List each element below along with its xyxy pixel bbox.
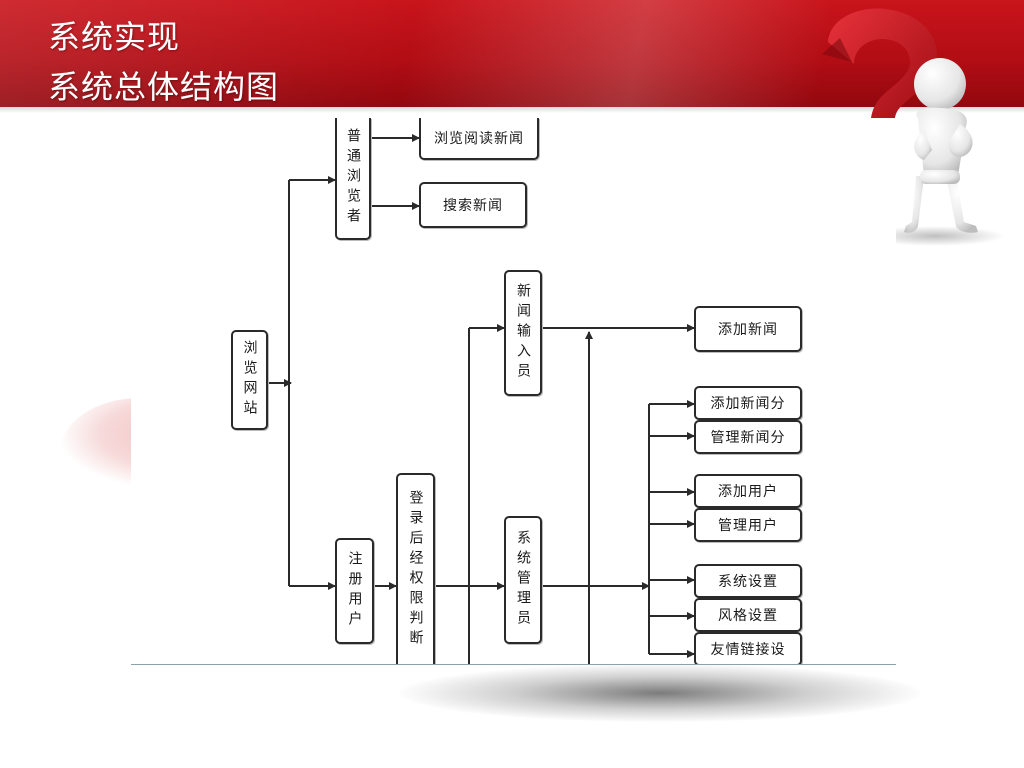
system-structure-diagram: 浏览网站 普通浏览者 浏览阅读新闻 搜索新闻 注册用户 登录后经权限判断 新闻输…: [131, 118, 896, 664]
node-normal-viewer: 普通浏览者: [335, 118, 371, 240]
slide-title: 系统实现: [48, 18, 181, 56]
floor-shadow: [400, 664, 920, 722]
node-read-news: 浏览阅读新闻: [419, 118, 539, 160]
node-register-user: 注册用户: [335, 538, 374, 644]
node-permission-check: 登录后经权限判断: [396, 473, 435, 664]
node-link-settings: 友情链接设: [694, 632, 802, 664]
node-system-admin: 系统管理员: [504, 516, 542, 644]
node-add-news: 添加新闻: [694, 306, 802, 352]
node-manage-category: 管理新闻分: [694, 420, 802, 454]
header-underline: [0, 107, 1024, 113]
node-site: 浏览网站: [231, 330, 268, 430]
diagram-bottom-line: [131, 664, 896, 665]
node-search-news: 搜索新闻: [419, 182, 527, 228]
node-style-settings: 风格设置: [694, 598, 802, 632]
node-add-category: 添加新闻分: [694, 386, 802, 420]
node-add-user: 添加用户: [694, 474, 802, 508]
node-system-settings: 系统设置: [694, 564, 802, 598]
node-manage-user: 管理用户: [694, 508, 802, 542]
diagram-connectors: [268, 134, 695, 664]
node-news-editor: 新闻输入员: [504, 270, 542, 396]
slide-subtitle: 系统总体结构图: [48, 68, 280, 106]
figure-body: [904, 58, 978, 233]
